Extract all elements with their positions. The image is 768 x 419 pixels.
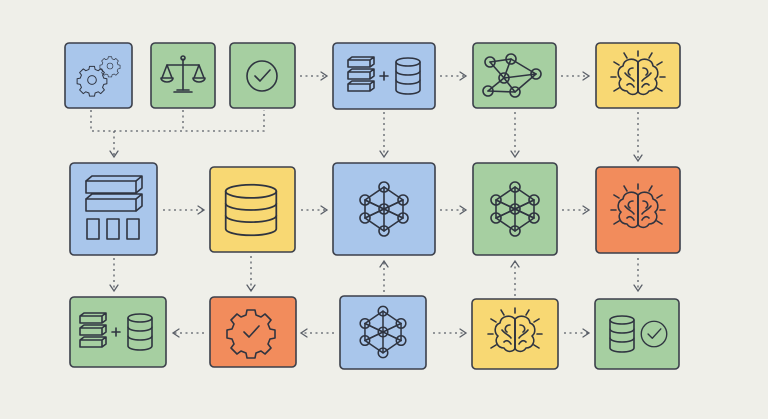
connectors (90, 71, 643, 338)
stack-plus-database-icon (347, 56, 421, 95)
node-brain-bot[interactable] (471, 298, 559, 370)
gears-icon (76, 56, 121, 97)
data-blocks-icon (85, 175, 143, 240)
node-neural-mid-blue[interactable] (332, 162, 436, 256)
node-database-mid[interactable] (209, 166, 296, 253)
node-data-blocks[interactable] (69, 162, 158, 256)
node-stack-plus-db-bot[interactable] (69, 296, 167, 368)
node-brain-mid[interactable] (595, 166, 681, 254)
node-check-top[interactable] (229, 42, 296, 109)
node-gear-check[interactable] (209, 296, 297, 368)
gear-check-icon (226, 309, 276, 359)
node-db-check[interactable] (594, 298, 680, 370)
scales-icon (160, 55, 206, 93)
node-gears[interactable] (64, 42, 133, 109)
node-scales[interactable] (150, 42, 216, 109)
node-neural-bot[interactable] (339, 295, 427, 370)
graph-network-icon (482, 53, 542, 98)
node-brain-top[interactable] (595, 42, 681, 109)
node-stack-plus-db-top[interactable] (332, 42, 436, 110)
connector-gears-bracket (90, 110, 265, 132)
stack-plus-database-icon (79, 312, 153, 351)
node-graph-top[interactable] (472, 42, 557, 109)
node-neural-mid-green[interactable] (472, 162, 558, 256)
